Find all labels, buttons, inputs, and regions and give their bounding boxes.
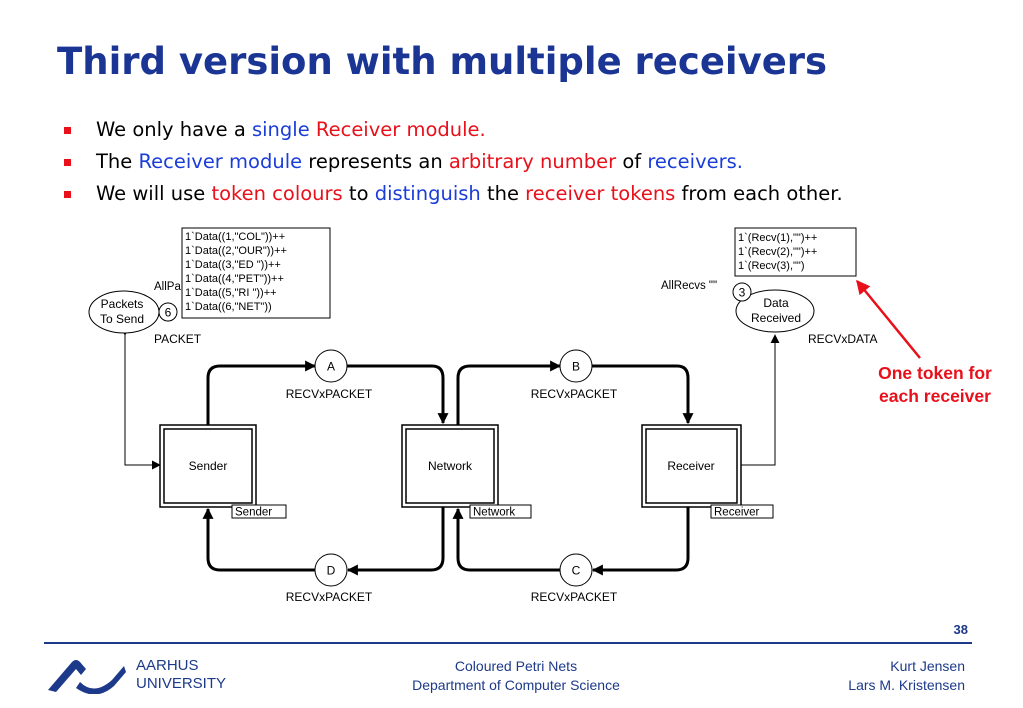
place-label: C [572,564,581,578]
place-b: B RECVxPACKET [531,349,618,401]
transition-receiver: Receiver Receiver [641,424,774,519]
packets-marking-line: 1`Data((3,"ED "))++ [185,259,281,271]
footer-divider [44,642,972,644]
transition-sender: Sender Sender [159,424,287,519]
place-a: A RECVxPACKET [286,349,373,401]
place-d: D RECVxPACKET [286,553,373,604]
university-name: AARHUS UNIVERSITY [136,657,226,693]
department-name: Department of Computer Science [412,677,620,693]
packets-marking-line: 1`Data((4,"PET"))++ [185,273,284,285]
place-label-line: Data [763,296,789,310]
bullet-segment: receivers. [647,150,743,173]
place-label: A [327,360,335,374]
authors: Kurt Jensen Lars M. Kristensen [760,657,965,695]
place-type-label: RECVxPACKET [531,590,618,604]
place-type-label: RECVxPACKET [286,387,373,401]
packets-marking-box: 1`Data((1,"COL"))++ 1`Data((2,"OUR"))++ … [181,227,331,319]
author-name: Kurt Jensen [890,658,965,674]
arc-receiver-c [591,507,690,576]
arc-sender-a [206,360,317,425]
bullet-segment: represents an [302,150,449,173]
place-c: C RECVxPACKET [531,553,618,604]
callout-arrow [856,279,921,359]
bullet-segment: Receiver module. [315,118,486,141]
transition-label: Sender [189,459,228,473]
token-count: 3 [739,286,746,300]
arc-receiver-data [732,334,780,470]
place-label-line: Packets [101,297,144,311]
received-marking-line: 1`(Recv(2),"")++ [738,246,817,258]
bullet-segment: from each other. [675,182,843,205]
university-line: AARHUS [136,657,199,674]
place-type-label: PACKET [154,332,202,346]
author-name: Lars M. Kristensen [848,677,965,693]
received-marking-box: 1`(Recv(1),"")++ 1`(Recv(2),"")++ 1`(Rec… [734,227,857,277]
place-label-line: Received [751,311,801,325]
bullet-segment: The [96,150,139,173]
slide-title: Third version with multiple receivers [57,40,828,83]
place-type-label: RECVxPACKET [531,387,618,401]
bullet-segment: single [251,118,310,141]
place-label: D [327,564,336,578]
subpage-tag: Sender [235,507,272,519]
received-marking-line: 1`(Recv(3),"") [738,260,804,272]
place-packets-to-send: AllPa Packets To Send 6 PACKET [88,281,202,346]
bullet-segment: of [616,150,648,173]
arc-network-d [346,507,445,576]
bullet-segment: We will use [96,182,212,205]
bullet-segment: Receiver module [138,150,303,173]
bullet-segment: receiver tokens [525,182,676,205]
bullet-1: We only have a single Receiver module. [62,116,843,148]
bullet-segment: the [480,182,526,205]
place-type-label: RECVxDATA [808,332,878,346]
arc-d-sender [202,507,315,572]
course-info: Coloured Petri Nets Department of Comput… [366,657,666,695]
bullet-segment: token colours [211,182,343,205]
bullet-3: We will use token colours to distinguish… [62,180,843,212]
packets-marking-line: 1`Data((1,"COL"))++ [185,231,285,243]
bullet-2: The Receiver module represents an arbitr… [62,148,843,180]
arc-c-network [452,507,560,572]
course-title: Coloured Petri Nets [454,658,578,674]
packets-marking-line: 1`Data((6,"NET")) [185,301,272,313]
transition-label: Receiver [667,459,714,473]
transition-label: Network [428,459,473,473]
subpage-tag: Network [473,507,515,519]
callout-text: One token for each receiver [860,362,1010,408]
callout-line: each receiver [879,386,991,406]
place-type-label: RECVxPACKET [286,590,373,604]
callout-line: One token for [878,363,992,383]
page-number: 38 [953,622,968,637]
arc-a-network [347,364,449,425]
arc-b-receiver [592,364,694,425]
place-data-received: AllRecvs "" Data Received 3 RECVxDATA [661,280,878,346]
aarhus-university-logo-icon [48,660,126,694]
transition-network: Network Network [401,424,532,519]
received-init-label: AllRecvs "" [661,280,717,292]
arc-packets-sender [120,326,161,470]
bullet-segment: arbitrary number [448,150,617,173]
bullet-segment: to [342,182,375,205]
received-marking-line: 1`(Recv(1),"")++ [738,232,817,244]
bullet-segment: We only have a [96,118,252,141]
arc-network-b [456,360,562,425]
place-label: B [572,360,580,374]
bullet-list: We only have a single Receiver module. T… [62,116,843,212]
bullet-segment: distinguish [374,182,481,205]
packets-marking-line: 1`Data((5,"RI "))++ [185,287,277,299]
packets-marking-line: 1`Data((2,"OUR"))++ [185,245,287,257]
token-count: 6 [165,306,172,320]
place-label-line: To Send [100,312,144,326]
packets-init-label: AllPa [154,281,181,293]
subpage-tag: Receiver [714,507,760,519]
university-line: UNIVERSITY [136,675,227,692]
